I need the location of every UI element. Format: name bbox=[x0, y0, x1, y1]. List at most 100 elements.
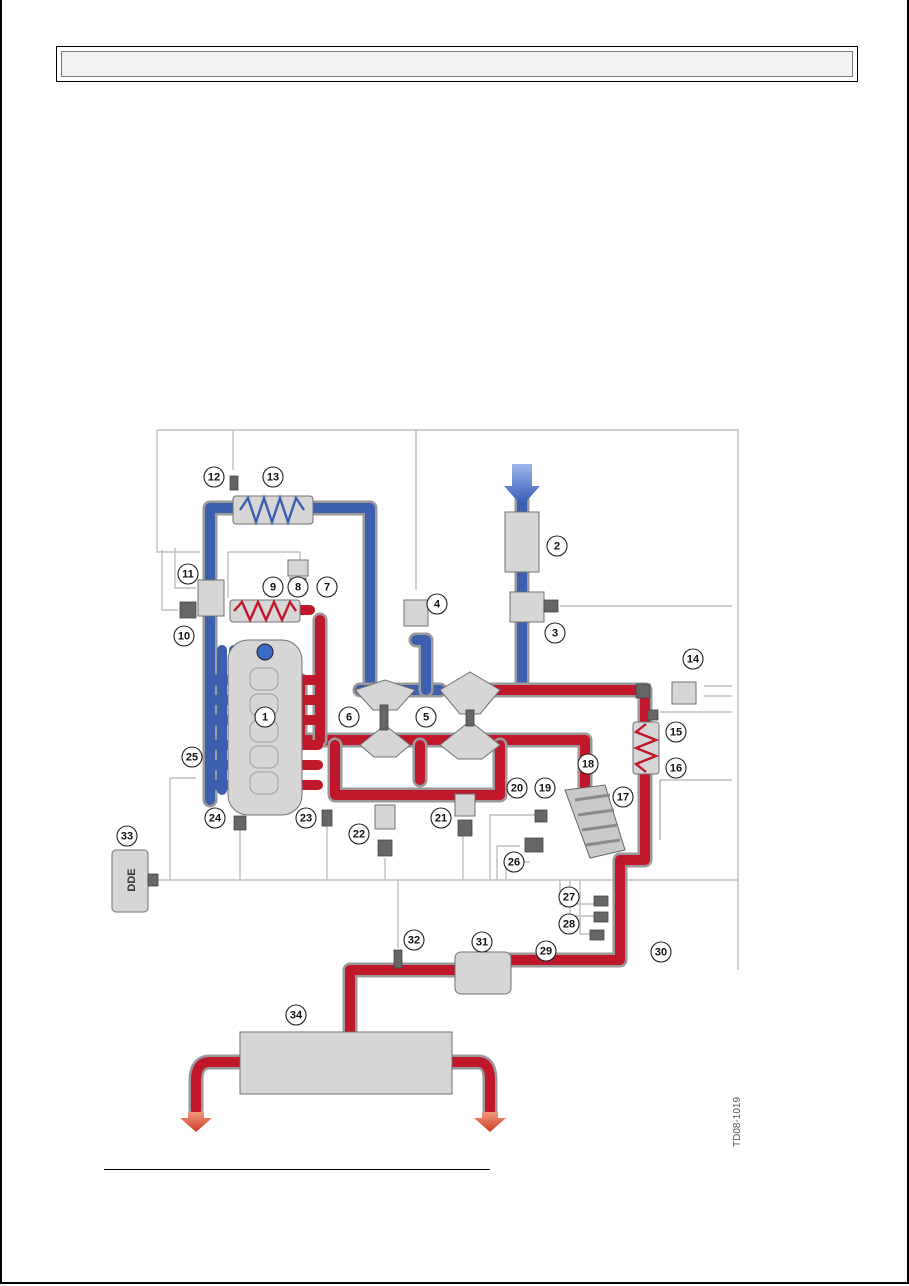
callout-number: 9 bbox=[270, 582, 276, 594]
callout-number: 3 bbox=[552, 628, 558, 640]
callout-27: 27 bbox=[558, 886, 580, 908]
callout-number: 8 bbox=[295, 582, 301, 594]
callout-number: 20 bbox=[511, 783, 523, 795]
sensor-20 bbox=[534, 809, 548, 823]
air-mass-meter bbox=[509, 591, 545, 623]
callout-number: 11 bbox=[182, 569, 194, 581]
callout-number: 7 bbox=[324, 582, 330, 594]
particulate-filter-ribs bbox=[574, 793, 621, 847]
charge-air-cooler-coil bbox=[239, 494, 305, 526]
wastegate-21-actuator bbox=[457, 819, 473, 837]
middle-silencer bbox=[454, 951, 512, 995]
rear-silencer bbox=[239, 1031, 453, 1095]
callout-13: 13 bbox=[262, 466, 284, 488]
callout-number: 12 bbox=[208, 472, 220, 484]
valve-14-flap bbox=[635, 683, 651, 699]
callout-number: 32 bbox=[408, 935, 420, 947]
air-filter-housing bbox=[504, 511, 540, 573]
callout-number: 33 bbox=[121, 831, 133, 843]
callout-number: 14 bbox=[687, 654, 700, 666]
callout-number: 26 bbox=[508, 857, 520, 869]
sensor-23 bbox=[321, 809, 333, 827]
callout-number: 27 bbox=[563, 892, 575, 904]
exhaust-flap-22-actuator bbox=[377, 839, 393, 857]
callout-17: 17 bbox=[612, 786, 634, 808]
callout-number: 5 bbox=[423, 712, 429, 724]
callout-20: 20 bbox=[506, 777, 528, 799]
callout-number: 1 bbox=[262, 712, 268, 724]
sensor-12 bbox=[229, 475, 239, 491]
sensor-29 bbox=[589, 929, 605, 941]
callout-14: 14 bbox=[682, 648, 704, 670]
callout-26: 26 bbox=[503, 851, 525, 873]
callout-9: 9 bbox=[262, 576, 284, 598]
footnote-separator bbox=[104, 1169, 490, 1170]
header-bar bbox=[56, 46, 858, 82]
callout-number: 31 bbox=[476, 937, 488, 949]
callout-29: 29 bbox=[535, 940, 557, 962]
callout-15: 15 bbox=[665, 721, 687, 743]
callout-number: 23 bbox=[300, 813, 312, 825]
header-bar-inner bbox=[61, 51, 853, 77]
exhaust-heat-exchanger-coil bbox=[632, 723, 660, 773]
callout-6: 6 bbox=[338, 706, 360, 728]
callout-number: 2 bbox=[554, 541, 560, 553]
callout-8: 8 bbox=[287, 576, 309, 598]
particulate-filter bbox=[564, 784, 626, 859]
charge-air-cooler bbox=[232, 495, 314, 525]
callout-number: 28 bbox=[563, 919, 575, 931]
figure-code: TD08-1019 bbox=[732, 1097, 743, 1147]
callout-25: 25 bbox=[181, 746, 203, 768]
dde-label: DDE bbox=[126, 868, 138, 891]
sensor-28 bbox=[593, 911, 609, 923]
brand-logo-icon bbox=[256, 643, 274, 661]
callout-4: 4 bbox=[426, 593, 448, 615]
callout-31: 31 bbox=[471, 931, 493, 953]
callout-number: 21 bbox=[435, 813, 447, 825]
callout-34: 34 bbox=[285, 1004, 307, 1026]
exhaust-gas-path bbox=[180, 605, 653, 1132]
egr-actuator-8 bbox=[287, 559, 309, 577]
dde-connector bbox=[147, 873, 159, 887]
turbo-compressor-small bbox=[354, 679, 416, 711]
intake-runners bbox=[205, 675, 235, 790]
callout-12: 12 bbox=[203, 466, 225, 488]
exhaust-outlet-arrow-right bbox=[474, 1112, 506, 1132]
callout-5: 5 bbox=[415, 706, 437, 728]
sensor-24 bbox=[233, 815, 247, 831]
callout-23: 23 bbox=[295, 807, 317, 829]
callout-7: 7 bbox=[316, 576, 338, 598]
callout-number: 25 bbox=[186, 752, 198, 764]
callout-16: 16 bbox=[665, 757, 687, 779]
callout-1: 1 bbox=[254, 706, 276, 728]
valve-14 bbox=[671, 681, 697, 705]
callout-11: 11 bbox=[177, 563, 199, 585]
callout-number: 24 bbox=[209, 813, 222, 825]
throttle-actuator bbox=[179, 601, 197, 619]
egr-cooler-coil bbox=[233, 599, 297, 623]
callout-10: 10 bbox=[173, 625, 195, 647]
callout-number: 6 bbox=[346, 712, 352, 724]
callout-number: 10 bbox=[178, 631, 190, 643]
exhaust-outlet-arrow-left bbox=[180, 1112, 212, 1132]
callout-33: 33 bbox=[116, 825, 138, 847]
callout-number: 30 bbox=[655, 947, 667, 959]
callout-22: 22 bbox=[348, 823, 370, 845]
callout-number: 16 bbox=[670, 763, 682, 775]
sensor-27 bbox=[593, 895, 609, 907]
callout-30: 30 bbox=[650, 941, 672, 963]
sensor-32 bbox=[393, 949, 403, 969]
turbo-turbine-large bbox=[439, 720, 501, 760]
callout-number: 22 bbox=[353, 829, 365, 841]
callout-19: 19 bbox=[534, 777, 556, 799]
sensor-15 bbox=[647, 709, 659, 721]
exhaust-runners bbox=[295, 675, 323, 790]
turbo-shaft-large bbox=[465, 709, 475, 727]
callout-18: 18 bbox=[577, 753, 599, 775]
throttle-valve bbox=[197, 579, 225, 617]
turbo-shaft-small bbox=[379, 704, 389, 731]
turbo-compressor-large bbox=[439, 671, 501, 715]
callout-number: 13 bbox=[267, 472, 279, 484]
